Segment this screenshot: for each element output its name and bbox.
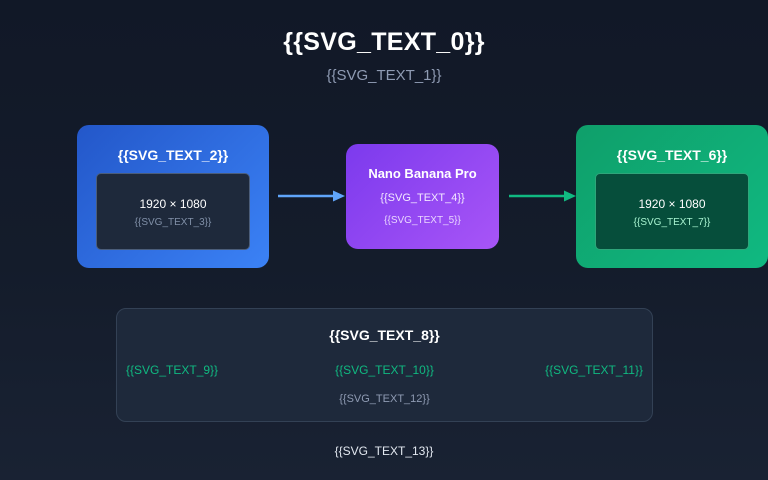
info-stat-right: {{SVG_TEXT_11}} [545, 363, 643, 377]
output-resolution: 1920 × 1080 [638, 197, 706, 211]
arrow-process-to-output-icon [509, 190, 576, 202]
output-box-title: {{SVG_TEXT_6}} [616, 147, 728, 163]
input-box: {{SVG_TEXT_2}} 1920 × 1080 {{SVG_TEXT_3}… [77, 125, 269, 268]
footer-text: {{SVG_TEXT_13}} [334, 444, 434, 458]
input-caption: {{SVG_TEXT_3}} [134, 217, 212, 228]
diagram-title: {{SVG_TEXT_0}} [283, 28, 485, 56]
input-image-frame: 1920 × 1080 {{SVG_TEXT_3}} [96, 173, 250, 250]
info-stat-center: {{SVG_TEXT_10}} [335, 363, 434, 377]
info-panel-title: {{SVG_TEXT_8}} [329, 327, 440, 343]
output-box: {{SVG_TEXT_6}} 1920 × 1080 {{SVG_TEXT_7}… [576, 125, 768, 268]
info-panel-note: {{SVG_TEXT_12}} [339, 393, 430, 405]
output-caption: {{SVG_TEXT_7}} [633, 217, 711, 228]
process-box-title: Nano Banana Pro [368, 166, 477, 181]
input-resolution: 1920 × 1080 [139, 197, 207, 211]
process-line-2: {{SVG_TEXT_5}} [384, 215, 461, 226]
info-stat-left: {{SVG_TEXT_9}} [126, 363, 219, 377]
output-image-frame: 1920 × 1080 {{SVG_TEXT_7}} [595, 173, 749, 250]
info-panel: {{SVG_TEXT_8}} {{SVG_TEXT_9}} {{SVG_TEXT… [116, 308, 653, 422]
arrow-input-to-process-icon [278, 190, 345, 202]
process-box: Nano Banana Pro {{SVG_TEXT_4}} {{SVG_TEX… [346, 144, 499, 249]
process-line-1: {{SVG_TEXT_4}} [380, 192, 465, 204]
diagram-subtitle: {{SVG_TEXT_1}} [326, 67, 442, 84]
input-box-title: {{SVG_TEXT_2}} [117, 147, 229, 163]
